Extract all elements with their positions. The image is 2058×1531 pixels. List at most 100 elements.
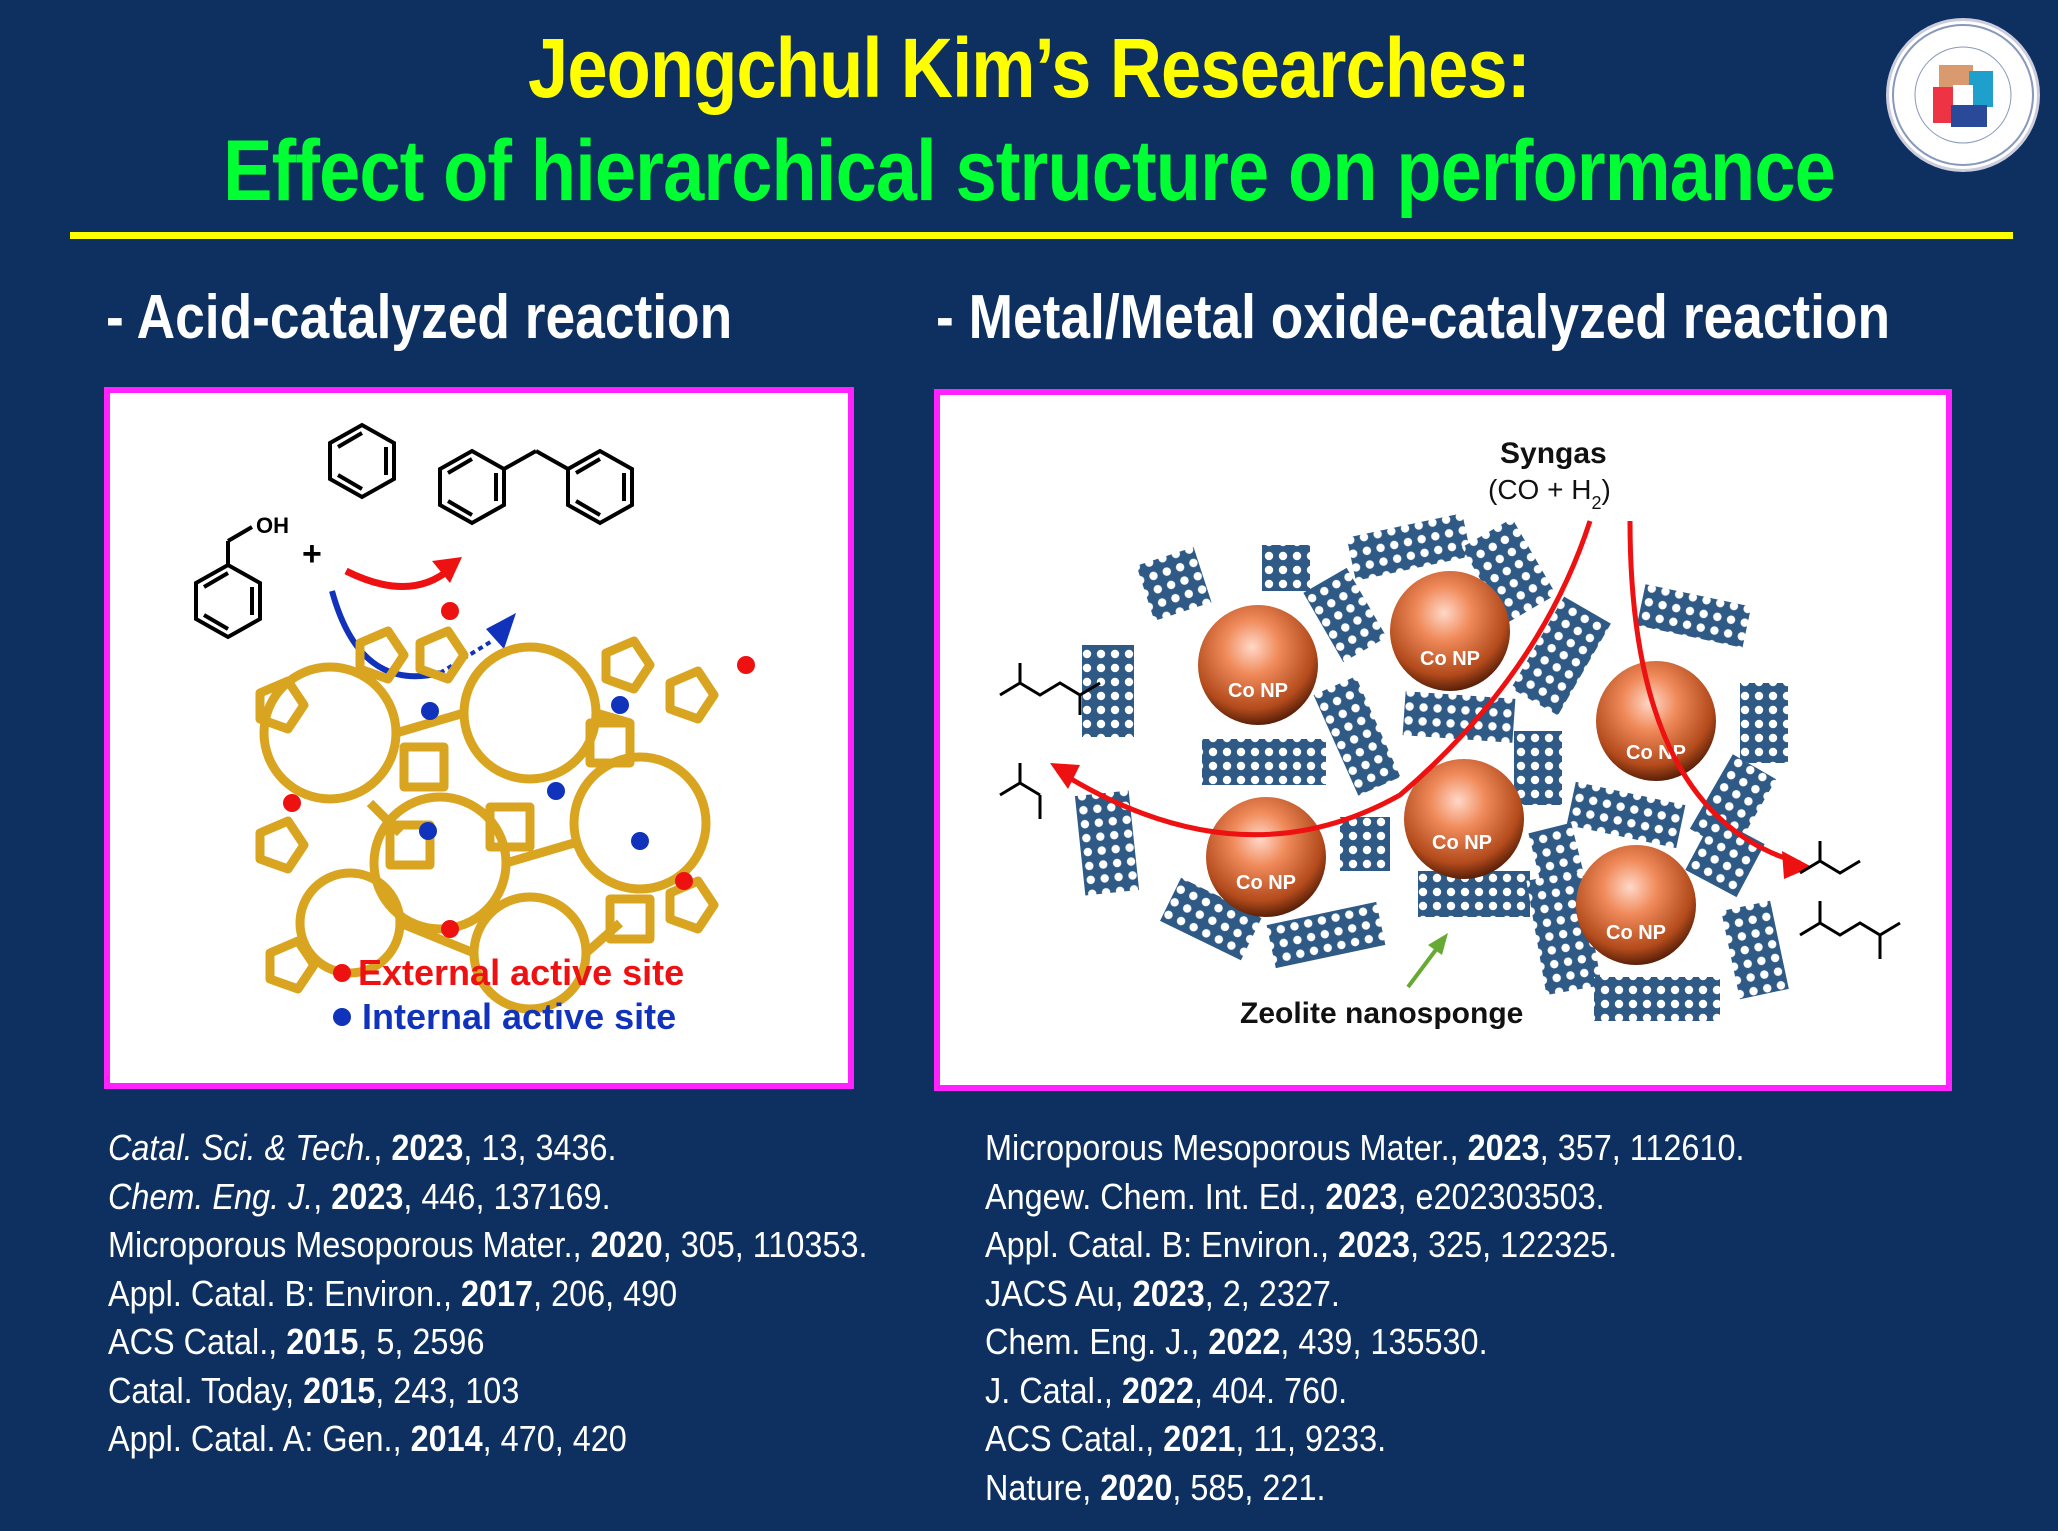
external-arrowhead xyxy=(432,557,462,583)
reference-year: 2022 xyxy=(1208,1321,1281,1362)
reference-separator: , xyxy=(1082,1466,1101,1508)
reference-separator: , xyxy=(1114,1272,1133,1314)
reference-journal: Chem. Eng. J. xyxy=(108,1175,314,1217)
zeolite-framework-diagram: OH + xyxy=(194,422,755,1037)
plus-sign: + xyxy=(302,535,322,573)
reference-journal: ACS Catal. xyxy=(108,1321,269,1362)
reference-volume-pages: , 5, 2596 xyxy=(358,1321,485,1362)
reference-year: 2015 xyxy=(303,1369,376,1411)
co-np-6 xyxy=(1576,845,1696,965)
co-np-5 xyxy=(1206,797,1326,917)
zeolite-pointer-arrowhead xyxy=(1428,933,1448,955)
external-reaction-arrow xyxy=(344,566,453,590)
reference-separator: , xyxy=(392,1418,411,1459)
reference-volume-pages: , 11, 9233. xyxy=(1235,1418,1387,1459)
zeolite-framework xyxy=(255,626,719,1014)
zeolite-nanosponge-label: Zeolite nanosponge xyxy=(1240,997,1523,1030)
hydrocarbon-products xyxy=(999,663,1901,959)
reference-separator: , xyxy=(285,1369,304,1411)
benzene-molecule xyxy=(328,422,396,500)
reference-volume-pages: , 585, 221. xyxy=(1172,1466,1326,1508)
reference-volume-pages: , 2, 2327. xyxy=(1204,1272,1340,1314)
reference-separator: , xyxy=(373,1127,392,1168)
reference-journal: J. Catal. xyxy=(985,1369,1104,1411)
benzyl-alcohol-molecule xyxy=(194,525,262,640)
internal-active-sites xyxy=(419,696,649,850)
metal-catalysis-figure: Syngas (CO + H2) xyxy=(934,389,1952,1091)
reference-journal: Appl. Catal. B: Environ. xyxy=(108,1272,443,1314)
reference-year: 2023 xyxy=(1337,1224,1411,1265)
right-reference-list: Microporous Mesoporous Mater., 2023, 357… xyxy=(985,1124,1744,1512)
reference-year: 2022 xyxy=(1121,1369,1194,1411)
reference-item: Appl. Catal. B: Environ., 2023, 325, 122… xyxy=(985,1221,1744,1270)
syngas-formula-main: (CO + H xyxy=(1488,474,1591,505)
external-legend-label: External active site xyxy=(358,952,684,993)
left-section-heading: - Acid-catalyzed reaction xyxy=(106,283,733,352)
co-np-label-6: Co NP xyxy=(1606,922,1666,944)
reference-year: 2017 xyxy=(460,1272,534,1314)
reference-year: 2020 xyxy=(590,1224,663,1265)
co-np-label-5: Co NP xyxy=(1236,872,1296,894)
reference-year: 2023 xyxy=(1467,1127,1540,1168)
co-np-1 xyxy=(1198,605,1318,725)
reference-item: Catal. Today, 2015, 243, 103 xyxy=(108,1367,867,1416)
co-np-4 xyxy=(1404,759,1524,879)
syngas-formula-close: ) xyxy=(1601,474,1610,505)
syngas-formula: (CO + H2) xyxy=(1488,474,1611,513)
co-np-label-4: Co NP xyxy=(1432,832,1492,854)
reference-item: Angew. Chem. Int. Ed., 2023, e202303503. xyxy=(985,1173,1744,1222)
reference-item: Appl. Catal. B: Environ., 2017, 206, 490 xyxy=(108,1270,867,1319)
reference-separator: , xyxy=(268,1321,287,1362)
oh-label: OH xyxy=(256,513,289,538)
reference-separator: , xyxy=(572,1224,591,1265)
reference-volume-pages: , 404. 760. xyxy=(1193,1369,1348,1411)
reference-item: Microporous Mesoporous Mater., 2023, 357… xyxy=(985,1124,1744,1173)
reference-journal: Chem. Eng. J. xyxy=(985,1321,1191,1362)
internal-legend-dot xyxy=(333,1008,351,1026)
reference-volume-pages: , 439, 135530. xyxy=(1280,1321,1488,1362)
reference-year: 2015 xyxy=(286,1321,359,1362)
reference-year: 2014 xyxy=(410,1418,483,1459)
reference-journal: Microporous Mesoporous Mater. xyxy=(985,1127,1450,1168)
reference-item: J. Catal., 2022, 404. 760. xyxy=(985,1367,1744,1416)
reference-volume-pages: , 206, 490 xyxy=(533,1272,678,1314)
co-np-label-2: Co NP xyxy=(1420,648,1480,670)
internal-reaction-arrow xyxy=(329,590,441,680)
acid-catalysis-figure: OH + xyxy=(104,387,854,1089)
diphenylmethane-molecule xyxy=(438,448,634,526)
reference-year: 2023 xyxy=(1325,1175,1398,1217)
reference-year: 2020 xyxy=(1100,1466,1173,1508)
syngas-flow-arrows xyxy=(1056,520,1801,866)
reference-separator: , xyxy=(1145,1418,1164,1459)
reference-volume-pages: , 243, 103 xyxy=(375,1369,520,1411)
reference-separator: , xyxy=(1103,1369,1122,1411)
university-seal-icon xyxy=(1886,18,2040,172)
reference-separator: , xyxy=(1190,1321,1209,1362)
reference-journal: Appl. Catal. A: Gen. xyxy=(108,1418,393,1459)
right-flow-arrowhead xyxy=(1782,851,1812,879)
co-np-label-1: Co NP xyxy=(1228,680,1288,702)
reference-year: 2023 xyxy=(391,1127,464,1168)
reference-volume-pages: , 305, 110353. xyxy=(662,1224,868,1265)
syngas-label: Syngas xyxy=(1500,437,1607,470)
external-active-sites xyxy=(283,602,755,938)
reference-item: Nature, 2020, 585, 221. xyxy=(985,1464,1744,1513)
reference-journal: Appl. Catal. B: Environ. xyxy=(985,1224,1320,1265)
reference-item: Catal. Sci. & Tech., 2023, 13, 3436. xyxy=(108,1124,867,1173)
reference-journal: JACS Au xyxy=(985,1272,1115,1314)
left-reference-list: Catal. Sci. & Tech., 2023, 13, 3436.Chem… xyxy=(108,1124,867,1464)
reference-year: 2023 xyxy=(331,1175,404,1217)
reference-separator: , xyxy=(313,1175,332,1217)
reference-volume-pages: , e202303503. xyxy=(1397,1175,1605,1217)
university-seal-graphic xyxy=(1892,24,2034,166)
reference-separator: , xyxy=(442,1272,461,1314)
reference-volume-pages: , 470, 420 xyxy=(482,1418,627,1459)
zeolite-pointer-arrow xyxy=(1406,945,1440,989)
reference-year: 2023 xyxy=(1132,1272,1205,1314)
title-line-1: Jeongchul Kim’s Researches: xyxy=(528,21,1531,115)
co-nanoparticles xyxy=(1198,571,1716,965)
reference-journal: ACS Catal. xyxy=(985,1418,1146,1459)
reference-separator: , xyxy=(1449,1127,1468,1168)
reference-volume-pages: , 325, 122325. xyxy=(1410,1224,1618,1265)
reference-volume-pages: , 357, 112610. xyxy=(1539,1127,1745,1168)
